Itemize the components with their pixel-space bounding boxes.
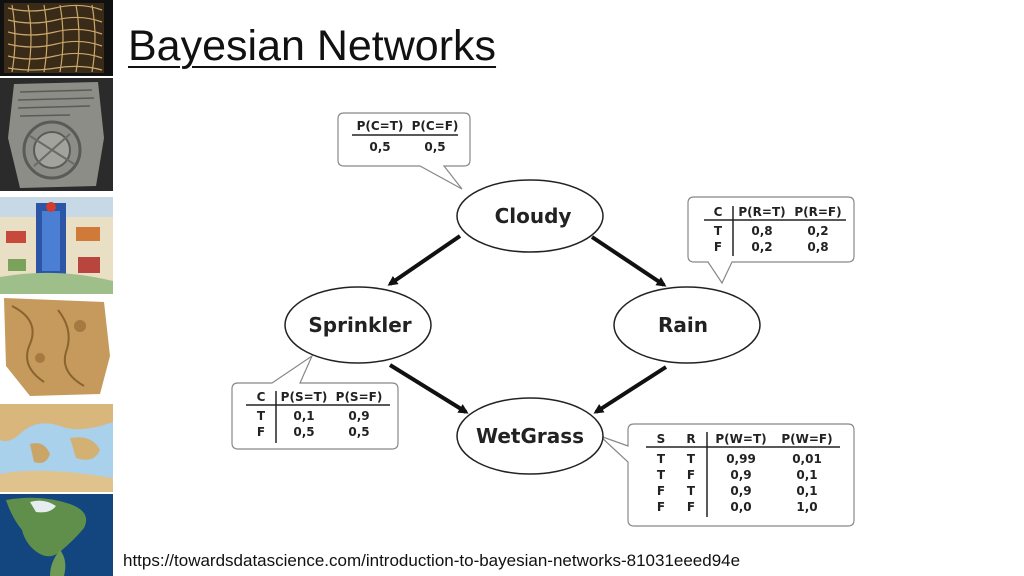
cpt-sprinkler-row1-c: T — [257, 409, 266, 423]
cpt-sprinkler-row1-t: 0,1 — [293, 409, 314, 423]
cpt-wetgrass-header-3: P(W=T) — [715, 432, 766, 446]
cpt-cloudy-header-1: P(C=T) — [357, 119, 404, 133]
cpt-wetgrass-row3-s: F — [657, 484, 665, 498]
cpt-cloudy-header-2: P(C=F) — [412, 119, 459, 133]
cpt-cloudy-value-2: 0,5 — [424, 140, 445, 154]
cpt-wetgrass-row2-t: 0,9 — [730, 468, 751, 482]
thumbnail-grid-map — [0, 0, 113, 76]
cpt-sprinkler-header-2: P(S=T) — [281, 390, 328, 404]
cpt-wetgrass-row1-t: 0,99 — [726, 452, 756, 466]
edge-cloudy-sprinkler — [387, 234, 462, 286]
slide-title: Bayesian Networks — [128, 22, 497, 70]
cpt-wetgrass-row3-f: 0,1 — [796, 484, 817, 498]
callout-sprinkler — [231, 354, 399, 450]
cpt-rain-header-2: P(R=T) — [738, 205, 785, 219]
cpt-sprinkler-header-3: P(S=F) — [336, 390, 383, 404]
node-cloudy-label: Cloudy — [495, 204, 572, 228]
node-sprinkler-label: Sprinkler — [308, 313, 411, 337]
thumbnail-relief-map — [0, 404, 113, 492]
node-sprinkler: Sprinkler — [284, 286, 432, 364]
edge-cloudy-rain — [590, 235, 667, 287]
thumbnail-old-parchment-map — [0, 296, 113, 400]
cpt-wetgrass-row4-f: 1,0 — [796, 500, 817, 514]
cpt-wetgrass-header-4: P(W=F) — [781, 432, 832, 446]
cpt-rain-row2-t: 0,2 — [751, 240, 772, 254]
edge-sprinkler-wetgrass — [388, 363, 469, 414]
callout-wetgrass — [599, 423, 855, 527]
cpt-rain-header-1: C — [714, 205, 723, 219]
cpt-wetgrass-row4-t: 0,0 — [730, 500, 751, 514]
cpt-wetgrass-row1-f: 0,01 — [792, 452, 822, 466]
cpt-wetgrass: S R P(W=T) P(W=F) T T 0,99 0,01 T F 0,9 … — [599, 423, 855, 527]
thumbnail-illustrated-map — [0, 197, 113, 294]
node-wetgrass: WetGrass — [456, 397, 604, 475]
thumbnail-clay-tablet-map — [0, 78, 113, 191]
cpt-rain-row1-c: T — [714, 224, 723, 238]
cpt-rain-row1-t: 0,8 — [751, 224, 772, 238]
cpt-sprinkler-row2-c: F — [257, 425, 265, 439]
cpt-sprinkler-row1-f: 0,9 — [348, 409, 369, 423]
cpt-wetgrass-row1-r: T — [687, 452, 696, 466]
cpt-rain-row1-f: 0,2 — [807, 224, 828, 238]
cpt-rain-row2-c: F — [714, 240, 722, 254]
cpt-wetgrass-row4-r: F — [687, 500, 695, 514]
source-url: https://towardsdatascience.com/introduct… — [123, 551, 741, 570]
cpt-sprinkler-row2-t: 0,5 — [293, 425, 314, 439]
cpt-cloudy: P(C=T) P(C=F) 0,5 0,5 — [337, 112, 471, 190]
callout-cloudy — [337, 112, 471, 190]
cpt-wetgrass-row3-r: T — [687, 484, 696, 498]
node-wetgrass-label: WetGrass — [476, 424, 584, 448]
cpt-wetgrass-row4-s: F — [657, 500, 665, 514]
cpt-sprinkler: C P(S=T) P(S=F) T 0,1 0,9 F 0,5 0,5 — [231, 354, 399, 450]
cpt-wetgrass-row2-s: T — [657, 468, 666, 482]
cpt-wetgrass-header-2: R — [686, 432, 695, 446]
cpt-wetgrass-row2-r: F — [687, 468, 695, 482]
node-cloudy: Cloudy — [456, 179, 604, 253]
cpt-rain: C P(R=T) P(R=F) T 0,8 0,2 F 0,2 0,8 — [687, 196, 855, 285]
cpt-wetgrass-row3-t: 0,9 — [730, 484, 751, 498]
cpt-wetgrass-header-1: S — [657, 432, 666, 446]
callout-rain — [687, 196, 855, 285]
cpt-wetgrass-row2-f: 0,1 — [796, 468, 817, 482]
thumbnail-globe-map — [0, 494, 113, 576]
node-rain: Rain — [613, 286, 761, 364]
cpt-cloudy-value-1: 0,5 — [369, 140, 390, 154]
edge-rain-wetgrass — [593, 365, 668, 414]
cpt-sprinkler-row2-f: 0,5 — [348, 425, 369, 439]
cpt-wetgrass-row1-s: T — [657, 452, 666, 466]
cpt-sprinkler-header-1: C — [257, 390, 266, 404]
cpt-rain-header-3: P(R=F) — [794, 205, 841, 219]
cpt-rain-row2-f: 0,8 — [807, 240, 828, 254]
node-rain-label: Rain — [658, 313, 708, 337]
